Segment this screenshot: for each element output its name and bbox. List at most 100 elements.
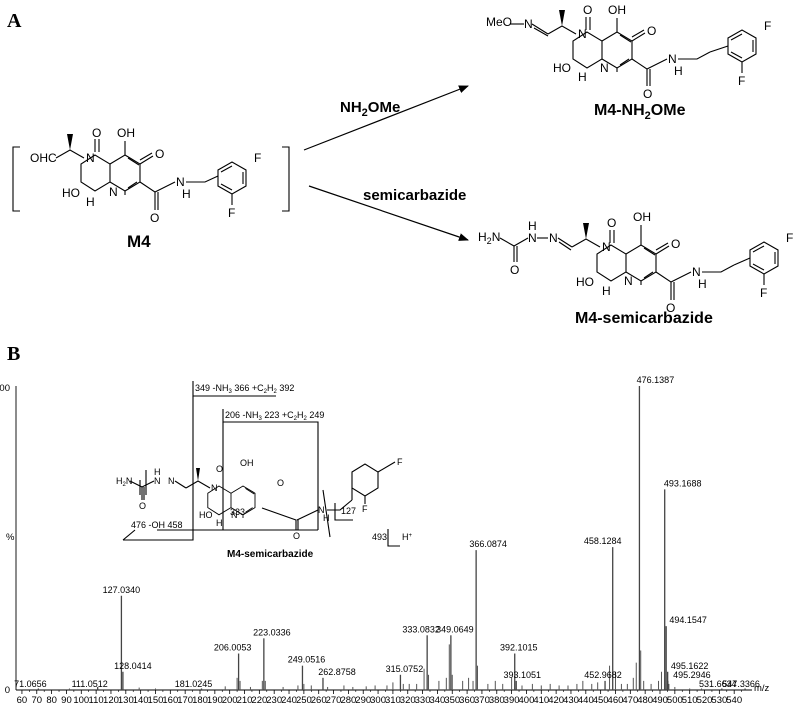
peak-label-547.3366: 547.3366 xyxy=(722,679,760,689)
peaks xyxy=(37,386,746,690)
product1-keto-o: O xyxy=(647,24,656,38)
x-tick-label-220: 220 xyxy=(251,695,267,703)
x-tick-label-150: 150 xyxy=(148,695,164,703)
product2-keto-o: O xyxy=(671,237,680,251)
inset-fluoro-ortho: F xyxy=(362,504,368,514)
peak-label-128.0414: 128.0414 xyxy=(114,661,152,671)
m4-hydroxyl: OH xyxy=(117,126,135,140)
m4-amide-o: O xyxy=(150,211,159,225)
x-tick-label-160: 160 xyxy=(162,695,178,703)
product1-label: M4-NH2OMe xyxy=(594,102,686,122)
product1-hydroxyl: OH xyxy=(608,3,626,17)
x-tick-label-450: 450 xyxy=(593,695,609,703)
y-tick-100: 100 xyxy=(0,383,10,394)
x-tick-label-100: 100 xyxy=(73,695,89,703)
x-tick-label-210: 210 xyxy=(237,695,253,703)
x-tick-label-180: 180 xyxy=(192,695,208,703)
m4-structure: OHC N O OH O N HO H O N H F F xyxy=(12,126,290,225)
x-tick-label-270: 270 xyxy=(326,695,342,703)
product1-ring-n: N xyxy=(578,27,587,41)
fragment-structure: 349 -NH3 366 +C2H2 392 206 -NH3 223 +C2H… xyxy=(116,381,413,560)
inset-hydrazine-n1: N xyxy=(154,476,161,486)
x-tick-label-170: 170 xyxy=(177,695,193,703)
x-tick-label-440: 440 xyxy=(578,695,594,703)
methoxy-group: MeO xyxy=(486,15,512,29)
minor-peaks xyxy=(68,644,703,690)
x-tick-label-260: 260 xyxy=(311,695,327,703)
inset-h-atom: H xyxy=(216,518,223,528)
m4-fluoro-ortho: F xyxy=(228,206,235,220)
x-tick-label-310: 310 xyxy=(385,695,401,703)
x-tick-label-300: 300 xyxy=(370,695,386,703)
x-tick-label-320: 320 xyxy=(400,695,416,703)
peak-label-458.1284: 458.1284 xyxy=(584,536,622,546)
y-axis-label: % xyxy=(6,532,15,543)
x-tick-label-370: 370 xyxy=(474,695,490,703)
x-tick-label-540: 540 xyxy=(726,695,742,703)
arrow-to-nh2ome xyxy=(303,85,469,151)
panel-b: B 100 0 % m/z 60708090100110120130140150… xyxy=(0,343,770,703)
peak-label-315.0752: 315.0752 xyxy=(386,664,424,674)
peak-label-206.0053: 206.0053 xyxy=(214,643,252,653)
m4-fluoro-para: F xyxy=(254,151,261,165)
inset-hydrazine-n2: N xyxy=(168,476,175,486)
x-tick-label-110: 110 xyxy=(89,695,104,703)
x-tick-label-140: 140 xyxy=(133,695,149,703)
reagent-nh2ome: NH2OMe xyxy=(340,99,400,119)
x-tick-label-460: 460 xyxy=(608,695,624,703)
peak-label-333.0832: 333.0832 xyxy=(402,624,440,634)
inset-hydrazine-h: H xyxy=(154,467,161,477)
x-tick-label-120: 120 xyxy=(103,695,119,703)
product2-amide-n: N xyxy=(692,265,701,279)
x-axis-label: m/z xyxy=(754,683,770,694)
arrow-to-semicarbazide xyxy=(308,185,469,241)
x-tick-label-470: 470 xyxy=(622,695,638,703)
product1-carbonyl-o: O xyxy=(583,3,592,17)
peak-label-349.0649: 349.0649 xyxy=(436,624,474,634)
m4-aldehyde-atom: OHC xyxy=(30,151,57,165)
product2-fluoro-ortho: F xyxy=(760,286,767,300)
frag-206-label: 206 -NH3 223 +C2H2 249 xyxy=(225,410,324,422)
panel-a-letter: A xyxy=(7,10,22,32)
product2-amide-o: O xyxy=(666,301,675,315)
x-tick-label-490: 490 xyxy=(652,695,668,703)
product1-amide-n: N xyxy=(668,52,677,66)
peak-label-494.1547: 494.1547 xyxy=(669,615,707,625)
x-tick-label-520: 520 xyxy=(697,695,713,703)
x-tick-label-430: 430 xyxy=(563,695,579,703)
x-tick-label-280: 280 xyxy=(340,695,356,703)
x-tick-label-480: 480 xyxy=(637,695,653,703)
x-tick-label-200: 200 xyxy=(222,695,238,703)
m4-amide-h: H xyxy=(182,187,191,201)
oxime-n: N xyxy=(524,17,533,31)
product2-hydroxyl: OH xyxy=(633,210,651,224)
product2-pyridine-n: N xyxy=(624,274,633,288)
product1-ho-group: HO xyxy=(553,61,571,75)
x-tick-label-340: 340 xyxy=(429,695,445,703)
inset-amide-h: H xyxy=(323,513,330,523)
proton-label: H+ xyxy=(402,532,413,542)
frag-127-label: 127 xyxy=(341,506,356,516)
panel-b-letter: B xyxy=(7,343,20,365)
inset-amide-o: O xyxy=(293,531,300,541)
inset-ring-n: N xyxy=(211,483,218,493)
urea-o: O xyxy=(510,263,519,277)
frag-493-label: 493 xyxy=(372,532,387,542)
peak-label-127.0340: 127.0340 xyxy=(103,585,141,595)
inset-amino: H2N xyxy=(116,476,132,488)
product1-pyridine-n: N xyxy=(600,61,609,75)
inset-fluoro-para: F xyxy=(397,457,403,467)
product2-label: M4-semicarbazide xyxy=(575,310,713,327)
inset-keto-o: O xyxy=(277,478,284,488)
amino-group: H2N xyxy=(478,230,500,246)
product2-fluoro-para: F xyxy=(786,231,793,245)
peak-label-495.2946: 495.2946 xyxy=(673,670,711,680)
hydrazine-h: H xyxy=(528,219,537,233)
peak-label-111.0512: 111.0512 xyxy=(72,679,108,689)
x-tick-label-400: 400 xyxy=(519,695,535,703)
m4-pyridine-n: N xyxy=(109,185,118,199)
y-tick-0: 0 xyxy=(5,685,10,696)
